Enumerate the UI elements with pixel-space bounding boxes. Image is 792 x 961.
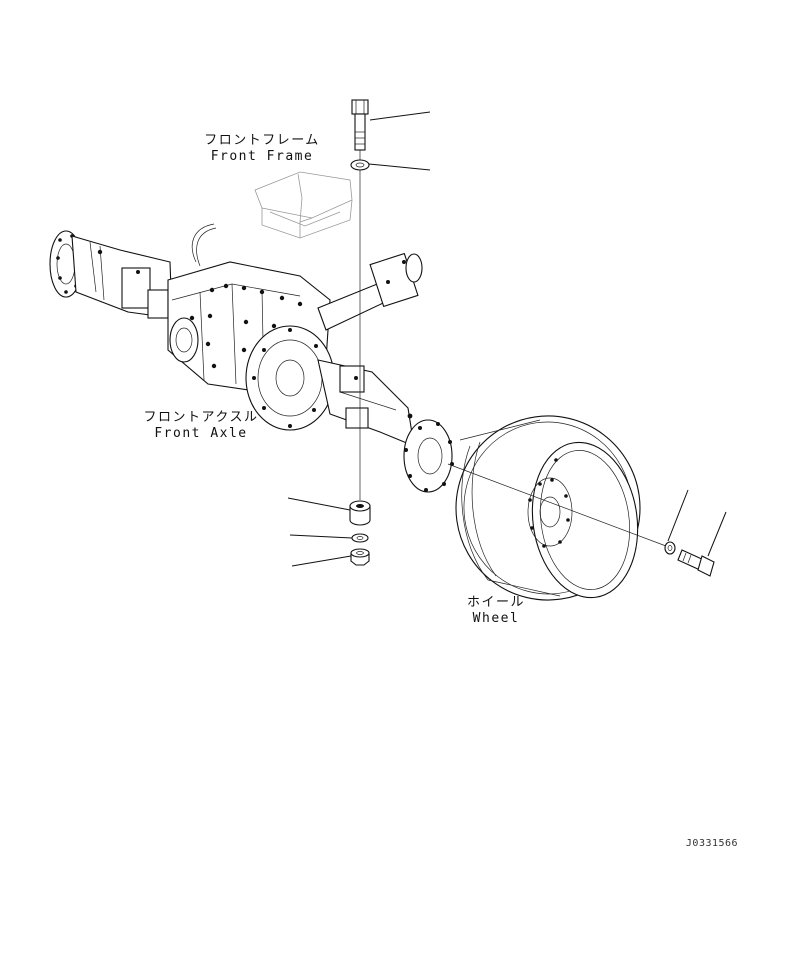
wheel-illustration — [455, 415, 641, 601]
top-washer — [350, 159, 370, 171]
bottom-washer — [351, 533, 369, 543]
front-axle-label-jp: フロントアクスル — [144, 410, 259, 425]
front-frame-label-jp: フロントフレーム — [204, 133, 320, 148]
wheel-bolt — [677, 549, 715, 577]
wheel-label-en: Wheel — [473, 611, 520, 626]
leader-lines — [287, 111, 727, 567]
front-axle-label-en: Front Axle — [154, 426, 247, 441]
front-axle-illustration — [49, 223, 454, 493]
labels: フロントフレーム Front Frame フロントアクスル Front Axle… — [144, 133, 738, 849]
bottom-spacer — [349, 500, 371, 526]
drawing-reference-number: J0331566 — [686, 838, 738, 849]
bottom-nut — [350, 548, 370, 566]
top-bolt — [351, 99, 369, 151]
front-frame-label-en: Front Frame — [211, 149, 314, 164]
wheel-center-line — [447, 463, 667, 547]
wheel-washer — [664, 541, 676, 555]
wheel-label-jp: ホイール — [467, 595, 525, 610]
front-frame-illustration — [254, 171, 353, 239]
